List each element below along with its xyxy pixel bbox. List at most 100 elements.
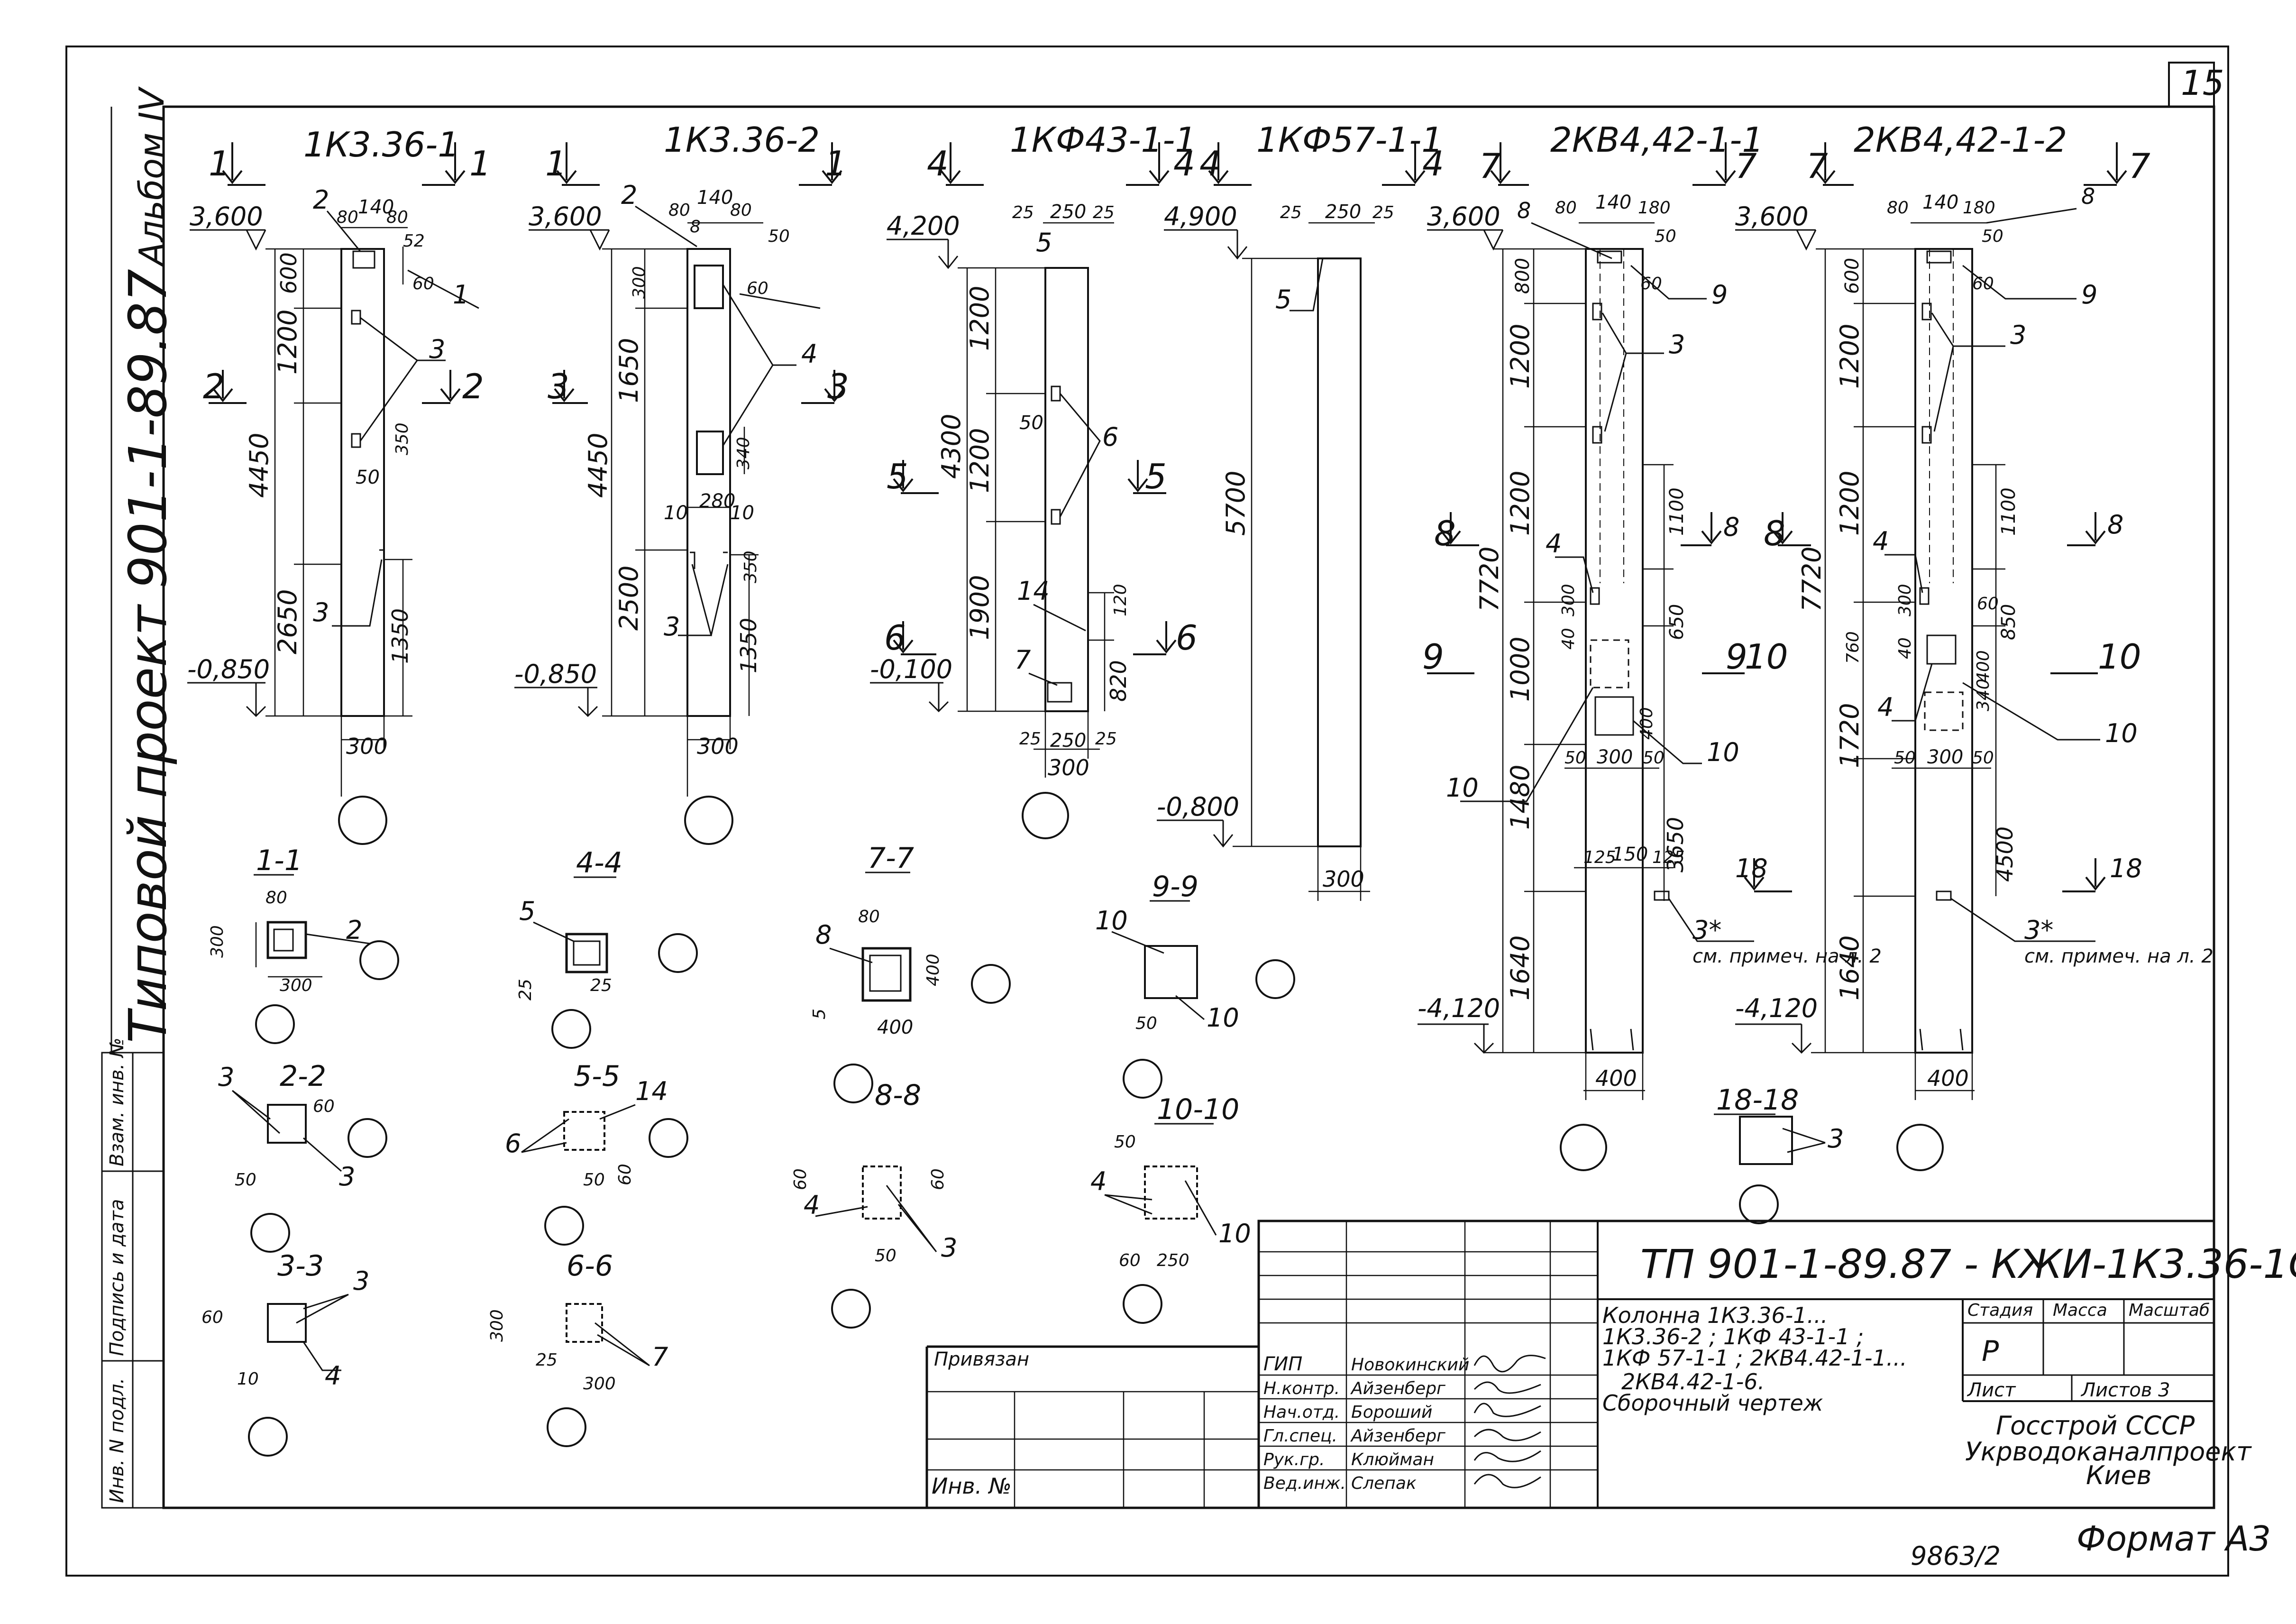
svg-text:50: 50 (583, 1170, 605, 1190)
svg-text:4: 4 (1173, 144, 1195, 184)
svg-text:9: 9 (1726, 637, 1747, 677)
svg-text:1200: 1200 (273, 310, 302, 375)
svg-text:1720: 1720 (1835, 703, 1865, 768)
svg-text:5-5: 5-5 (574, 1060, 620, 1093)
svg-text:Айзенберг: Айзенберг (1350, 1426, 1446, 1446)
svg-text:1: 1 (209, 144, 230, 184)
svg-text:40: 40 (1895, 637, 1915, 659)
svg-text:4: 4 (927, 144, 949, 184)
column-mark: 2КВ4,42-1-1 (1550, 120, 1764, 160)
section-6-6: 6-6 300 25 300 7 (487, 1249, 668, 1447)
svg-text:80: 80 (1887, 198, 1909, 218)
svg-text:3: 3 (548, 367, 569, 406)
svg-text:8: 8 (815, 920, 832, 950)
svg-text:50: 50 (1894, 748, 1916, 768)
svg-text:Взам. инв. №: Взам. инв. № (106, 1037, 128, 1166)
svg-text:25: 25 (1372, 203, 1394, 222)
svg-text:6: 6 (505, 1129, 521, 1158)
svg-text:Привязан: Привязан (934, 1349, 1029, 1370)
svg-text:600: 600 (276, 252, 302, 294)
svg-text:5: 5 (810, 1009, 829, 1019)
svg-text:3,600: 3,600 (1735, 202, 1809, 231)
svg-text:10: 10 (2098, 637, 2141, 677)
svg-text:1100: 1100 (1666, 487, 1688, 536)
svg-text:14: 14 (1017, 576, 1050, 606)
svg-text:ГИП: ГИП (1263, 1353, 1302, 1375)
svg-text:1100: 1100 (1998, 487, 2020, 536)
section-10-10: 10-10 50 60 250 4 10 (1090, 1093, 1251, 1324)
svg-text:50: 50 (356, 467, 380, 488)
svg-text:140: 140 (1922, 192, 1958, 213)
svg-text:4: 4 (1873, 526, 1889, 556)
svg-text:2: 2 (313, 185, 329, 215)
svg-text:5: 5 (519, 896, 535, 926)
svg-text:4500: 4500 (1992, 826, 2018, 882)
svg-text:140: 140 (358, 196, 394, 218)
svg-text:400: 400 (1637, 707, 1656, 740)
svg-text:300: 300 (280, 976, 312, 995)
svg-text:10: 10 (237, 1369, 259, 1389)
svg-text:400: 400 (877, 1017, 913, 1038)
svg-text:5: 5 (1275, 284, 1291, 314)
svg-text:2-2: 2-2 (280, 1060, 326, 1093)
sheet-number-box (2168, 62, 2215, 108)
side-boxes: Взам. инв. № Подпись и дата Инв. N подл. (101, 1037, 165, 1509)
svg-text:5: 5 (1036, 228, 1052, 257)
svg-text:8: 8 (1517, 198, 1531, 223)
svg-text:2650: 2650 (273, 589, 302, 654)
svg-text:25: 25 (1093, 203, 1115, 222)
svg-text:Госстрой СССР: Госстрой СССР (1996, 1411, 2195, 1440)
column-2KV4-42-1-2: 2КВ4,42-1-2 7 7 3,600 -4,120 8 (1735, 120, 2214, 1171)
column-1K3-36-2: 1К3.36-2 1 1 3,600 -0,850 80 140 80 50 8… (514, 120, 849, 845)
svg-text:350: 350 (741, 551, 760, 583)
svg-text:50: 50 (1972, 748, 1994, 768)
svg-text:400: 400 (1927, 1065, 1969, 1091)
svg-text:-0,800: -0,800 (1157, 792, 1239, 822)
svg-text:25: 25 (1019, 729, 1041, 749)
svg-text:4,900: 4,900 (1164, 202, 1237, 231)
svg-text:4: 4 (804, 1190, 820, 1220)
svg-text:300: 300 (1927, 746, 1963, 768)
svg-text:25: 25 (536, 1350, 558, 1370)
svg-text:Нач.отд.: Нач.отд. (1263, 1403, 1340, 1422)
svg-text:9-9: 9-9 (1152, 870, 1198, 903)
svg-text:250: 250 (1050, 201, 1086, 223)
svg-text:1: 1 (453, 280, 469, 310)
svg-text:7-7: 7-7 (868, 842, 914, 875)
svg-text:50: 50 (1019, 412, 1043, 434)
svg-text:3: 3 (339, 1162, 355, 1192)
svg-text:350: 350 (393, 422, 412, 455)
svg-text:18: 18 (2110, 853, 2142, 883)
svg-text:6-6: 6-6 (567, 1249, 613, 1283)
svg-text:140: 140 (697, 187, 733, 209)
svg-text:60: 60 (201, 1308, 223, 1327)
svg-text:Н.контр.: Н.контр. (1263, 1379, 1340, 1398)
svg-text:10: 10 (730, 502, 754, 524)
svg-text:9: 9 (1711, 280, 1728, 310)
svg-text:850: 850 (1998, 604, 2020, 640)
svg-text:1200: 1200 (965, 286, 995, 351)
svg-text:50: 50 (1564, 748, 1586, 768)
svg-text:8: 8 (690, 217, 701, 237)
svg-text:Инв. №: Инв. № (932, 1473, 1012, 1499)
column-mark: 2КВ4,42-1-2 (1854, 120, 2067, 160)
svg-text:7: 7 (2129, 146, 2150, 186)
svg-text:Укрводоканалпроект: Укрводоканалпроект (1965, 1437, 2252, 1467)
svg-text:300: 300 (346, 734, 388, 759)
column-1K3-36-1: 1К3.36-1 1 1 3,600 -0,850 80 140 80 52 6… (187, 125, 491, 845)
svg-text:60: 60 (1119, 1251, 1141, 1270)
svg-text:Подпись и дата: Подпись и дата (106, 1199, 128, 1356)
svg-text:180: 180 (1638, 198, 1671, 218)
svg-text:4450: 4450 (583, 433, 613, 498)
svg-text:1200: 1200 (1835, 324, 1865, 389)
svg-text:7: 7 (1015, 645, 1031, 675)
svg-text:10: 10 (1095, 906, 1128, 936)
section-18-18: 18-18 3 (1714, 1083, 1844, 1224)
svg-text:1640: 1640 (1505, 936, 1535, 1000)
svg-text:80: 80 (1555, 198, 1577, 218)
svg-text:50: 50 (1655, 227, 1676, 246)
column-2KV4-42-1-1: 2КВ4,42-1-1 7 7 3,600 -4,120 (1418, 120, 1882, 1171)
svg-text:см. примеч. на л. 2: см. примеч. на л. 2 (1692, 945, 1882, 967)
section-7-7: 7-7 80 400 5 400 8 (810, 842, 1011, 1103)
